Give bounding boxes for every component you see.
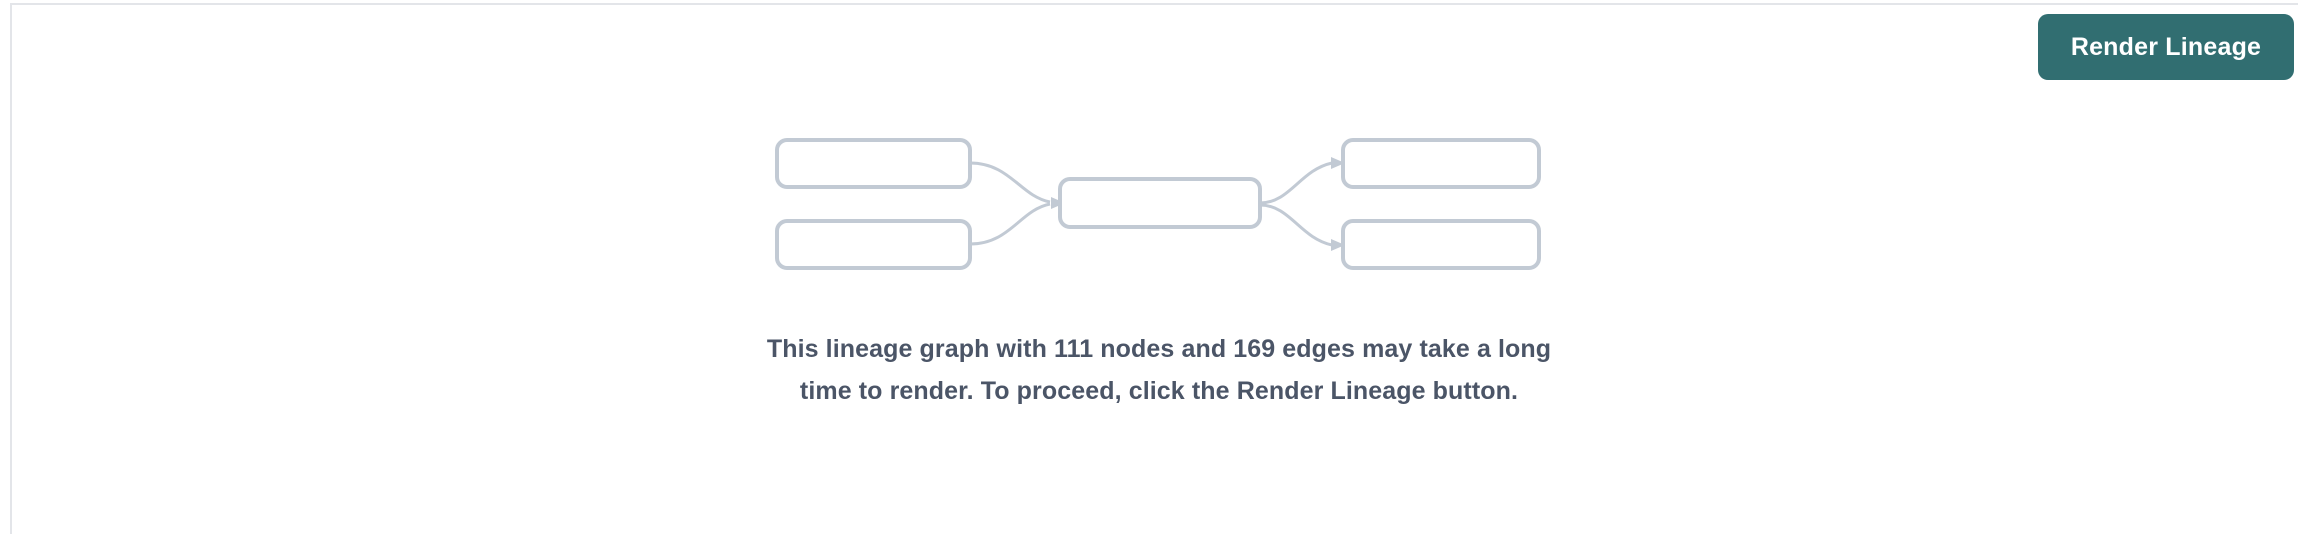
graph-arrowhead-to-right-top: [1331, 157, 1345, 169]
graph-node-left-bottom: [775, 219, 972, 270]
panel-left-divider: [10, 4, 12, 534]
lineage-warning-message: This lineage graph with 111 nodes and 16…: [766, 335, 1552, 405]
graph-arrowhead-to-right-bottom: [1331, 239, 1345, 251]
graph-edge-left-bottom-to-center: [969, 202, 1051, 246]
graph-node-right-bottom: [1341, 219, 1541, 270]
placeholder-graph: [770, 130, 1550, 280]
graph-node-left-top: [775, 138, 972, 189]
panel-top-divider: [10, 3, 2298, 5]
graph-node-center: [1058, 177, 1262, 229]
graph-edge-center-to-right-top: [1259, 161, 1333, 205]
placeholder-graph-svg: [775, 138, 1541, 270]
graph-edge-center-to-right-bottom: [1259, 203, 1333, 247]
graph-node-right-top: [1341, 138, 1541, 189]
graph-edge-left-top-to-center: [969, 161, 1051, 204]
render-lineage-button[interactable]: Render Lineage: [2038, 14, 2294, 80]
